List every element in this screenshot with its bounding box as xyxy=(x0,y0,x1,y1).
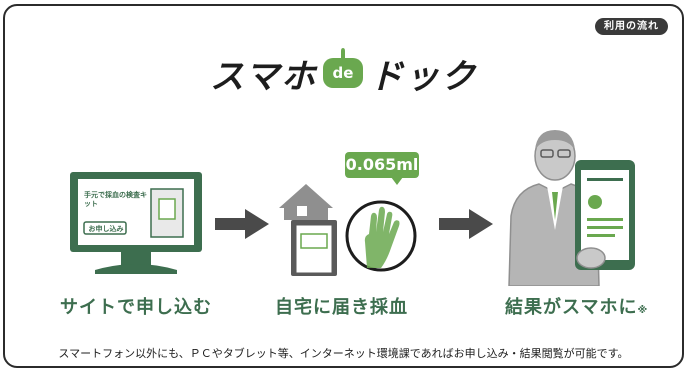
monitor-icon xyxy=(70,172,202,274)
flow-tag: 利用の流れ xyxy=(595,18,668,35)
flow-card: 利用の流れ スマホ de ドック 手元で採血の検査キット お申し込み xyxy=(3,4,684,368)
blood-volume-bubble: 0.065ml xyxy=(345,152,419,185)
step-2-label: 自宅に届き採血 xyxy=(275,297,408,318)
home-test-illustration xyxy=(279,184,417,276)
arrow-right-icon xyxy=(439,209,493,239)
step-1-label: サイトで申し込む xyxy=(60,297,212,318)
footnote: スマートフォン以外にも、ＰＣやタブレット等、インターネット環境課であればお申し込… xyxy=(58,347,629,360)
step-3-label-mark: ※ xyxy=(637,305,649,316)
step-3-label-text: 結果がスマホに xyxy=(505,297,638,318)
monitor-button: お申し込み xyxy=(88,225,124,233)
step-3-label: 結果がスマホに※ xyxy=(505,293,648,319)
logo-text-left: スマホ xyxy=(210,56,317,97)
service-logo: スマホ de ドック xyxy=(5,48,682,98)
logo-badge-text: de xyxy=(332,64,354,82)
logo-text-right: ドック xyxy=(368,56,477,97)
logo-badge: de xyxy=(322,48,363,88)
user-with-phone-illustration xyxy=(508,130,635,286)
arrow-right-icon xyxy=(215,209,269,239)
monitor-heading: 手元で採血の検査キット xyxy=(84,191,147,208)
finger-icon xyxy=(340,48,345,62)
